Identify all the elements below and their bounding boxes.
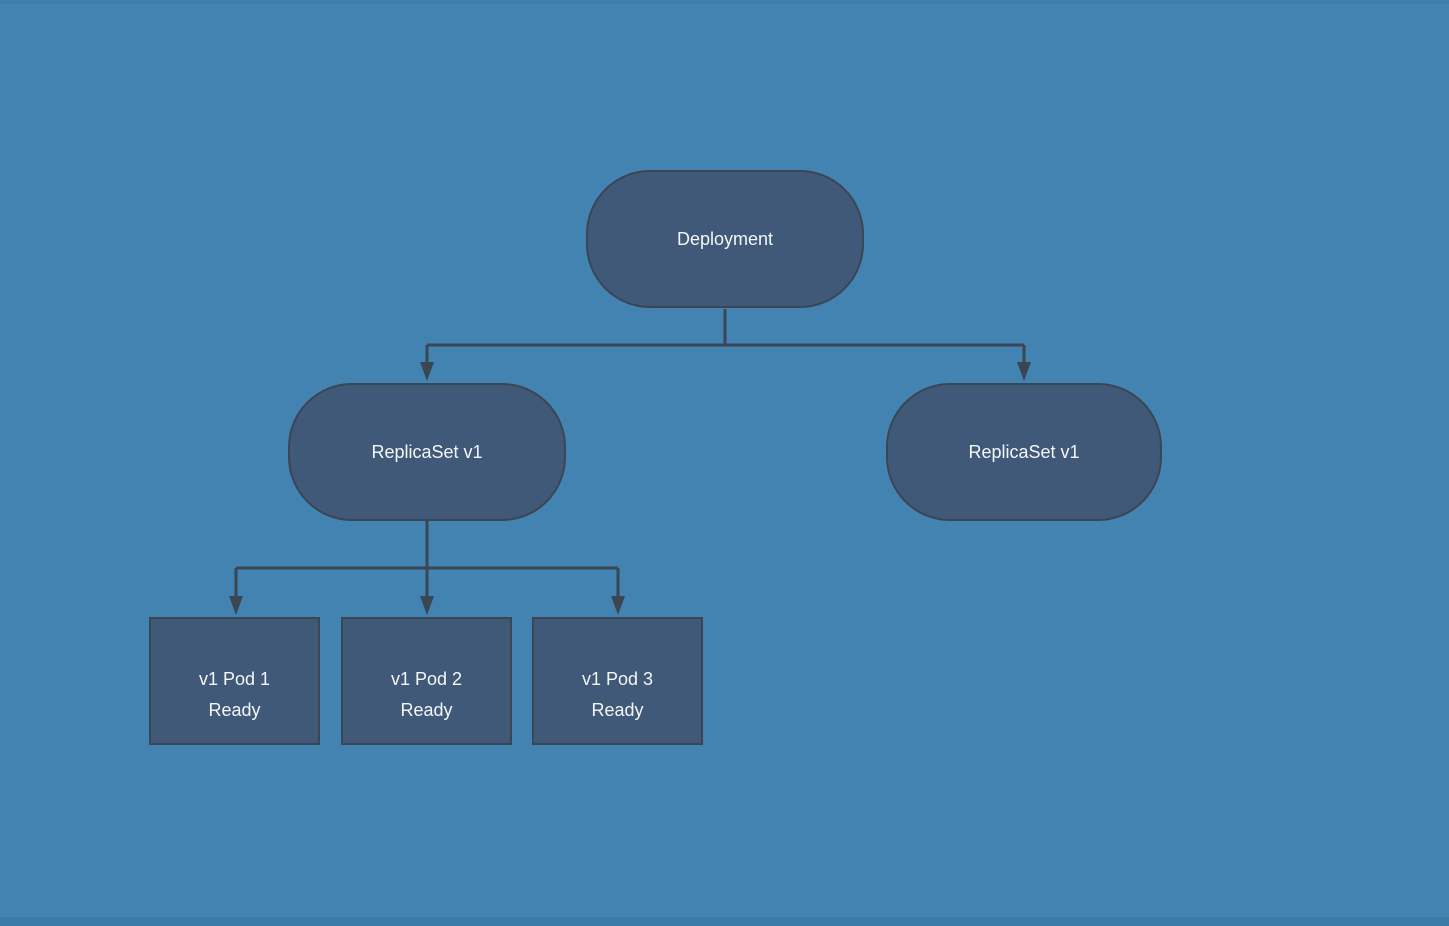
replicaset-label: ReplicaSet v1 <box>371 441 483 462</box>
canvas-edge-top <box>0 0 1449 4</box>
deployment-label: Deployment <box>676 228 774 249</box>
arrowhead-down-icon <box>611 596 625 615</box>
pod-node-2: v1 Pod 2 Ready <box>341 617 512 745</box>
canvas-edge-bottom <box>0 917 1449 926</box>
arrowhead-down-icon <box>229 596 243 615</box>
pod-name: v1 Pod 1 <box>198 668 271 689</box>
replicaset-label: ReplicaSet v1 <box>968 441 1080 462</box>
pod-status: Ready <box>400 699 453 720</box>
pod-name: v1 Pod 2 <box>390 668 463 689</box>
pod-status: Ready <box>591 699 644 720</box>
replicaset-v1-right-node: ReplicaSet v1 <box>886 383 1162 521</box>
pod-name: v1 Pod 3 <box>581 668 654 689</box>
replicaset-v1-left-node: ReplicaSet v1 <box>288 383 566 521</box>
pod-node-3: v1 Pod 3 Ready <box>532 617 703 745</box>
pod-node-1: v1 Pod 1 Ready <box>149 617 320 745</box>
connector-replicaset-to-pods <box>229 521 625 615</box>
arrowhead-down-icon <box>1017 362 1031 381</box>
connector-deployment-to-replicasets <box>420 309 1031 381</box>
pod-status: Ready <box>208 699 261 720</box>
arrowhead-down-icon <box>420 362 434 381</box>
arrowhead-down-icon <box>420 596 434 615</box>
deployment-node: Deployment <box>586 170 864 308</box>
